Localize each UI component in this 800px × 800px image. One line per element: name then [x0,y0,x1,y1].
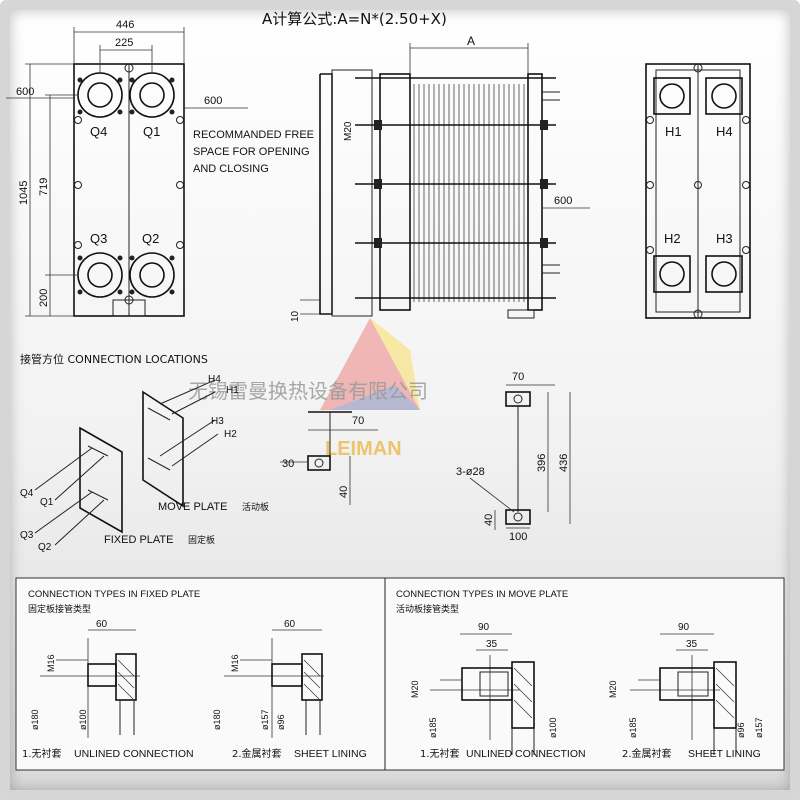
free-space-note: RECOMMANDED FREE SPACE FOR OPENING AND C… [193,129,314,175]
formula-title: A计算公式:A=N*(2.50+X) [262,10,447,28]
foot-dim-40: 40 [338,486,350,498]
fixed-port-q4: Q4 [20,488,34,499]
move-unlined-detail: 90 35 M20 ø185 ø100 1.无衬套 UNLINED CONNEC… [410,622,586,760]
move-port-h4: H4 [208,374,221,385]
move-unlined-m20: M20 [410,680,420,698]
move-lined-35: 35 [686,639,698,650]
move-lined-96: ø96 [736,722,746,738]
mount-dim-396: 396 [536,454,548,472]
port-label-q3: Q3 [90,231,107,246]
dim-200: 200 [38,289,50,307]
mount-holes: 3-ø28 [456,466,485,478]
move-plate-types: CONNECTION TYPES IN MOVE PLATE 活动板接管类型 9… [396,589,764,760]
mount-dim-100: 100 [509,531,527,543]
dim-225: 225 [115,37,133,49]
fixed-port-q1: Q1 [40,497,54,508]
side-view: A M20 600 10 [290,34,590,322]
free-space-line-3: AND CLOSING [193,163,269,175]
move-unlined-35: 35 [486,639,498,650]
foot-dim-30: 30 [282,458,294,470]
fixed-types-heading-en: CONNECTION TYPES IN FIXED PLATE [28,589,200,600]
watermark-company: 无锡雷曼换热设备有限公司 [188,379,428,403]
move-lined-detail: 90 35 M20 ø185 ø96 ø157 2.金属衬套 SHEET LIN… [608,622,764,760]
port-label-q1: Q1 [143,124,160,139]
dim-A: A [467,34,475,48]
port-label-h1: H1 [665,124,682,139]
fixed-lined-60: 60 [284,619,296,630]
dim-1045: 1045 [18,181,30,205]
mount-dim-40: 40 [483,514,495,526]
fixed-plate-label-en: FIXED PLATE [104,534,173,546]
fixed-unlined-num: 1.无衬套 [22,747,62,760]
port-label-q2: Q2 [142,231,159,246]
port-label-h2: H2 [664,231,681,246]
dim-10: 10 [290,310,301,322]
fixed-unlined-60: 60 [96,619,108,630]
fixed-lined-157: ø157 [260,709,270,730]
fixed-plate-label-cn: 固定板 [188,534,215,546]
port-label-q4: Q4 [90,124,107,139]
move-unlined-90: 90 [478,622,490,633]
fixed-lined-m16: M16 [230,654,240,672]
move-plate-label-cn: 活动板 [242,501,269,513]
move-unlined-185: ø185 [428,717,438,738]
mount-detail: 70 396 436 3-ø28 40 100 [456,371,571,543]
plate-pack [413,84,525,302]
fixed-lined-num: 2.金属衬套 [232,747,282,760]
dim-600-left: 600 [16,86,34,98]
fixed-port-q3: Q3 [20,530,34,541]
connection-types-panel [15,577,785,771]
move-unlined-en: UNLINED CONNECTION [466,748,586,760]
fixed-unlined-detail: 60 M16 ø180 ø100 1.无衬套 UNLINED CONNECTIO… [22,619,194,760]
fixed-types-heading-cn: 固定板接管类型 [28,603,91,615]
move-plate-label-en: MOVE PLATE [158,501,227,513]
fixed-lined-96: ø96 [276,714,286,730]
fixed-lined-detail: 60 M16 ø180 ø157 ø96 2.金属衬套 SHEET LINING [212,619,367,760]
free-space-line-2: SPACE FOR OPENING [193,146,310,158]
connection-locations: 接管方位 CONNECTION LOCATIONS H4 H1 H3 H2 MO… [20,352,269,553]
fixed-unlined-m16: M16 [46,654,56,672]
dim-446: 446 [116,19,134,31]
connection-locations-heading: 接管方位 CONNECTION LOCATIONS [20,352,208,366]
move-port-h3: H3 [211,416,224,427]
move-unlined-100: ø100 [548,717,558,738]
mount-dim-70: 70 [512,371,524,383]
move-types-heading-en: CONNECTION TYPES IN MOVE PLATE [396,589,568,600]
move-types-heading-cn: 活动板接管类型 [396,603,459,615]
move-lined-90: 90 [678,622,690,633]
watermark-brand: LEIMAN [325,438,402,460]
fixed-plate-types: CONNECTION TYPES IN FIXED PLATE 固定板接管类型 … [22,589,367,760]
foot-detail: 70 30 40 [280,411,378,505]
move-port-h2: H2 [224,429,237,440]
port-label-h3: H3 [716,231,733,246]
watermark-logo: LEIMAN [320,318,420,460]
move-lined-157: ø157 [754,717,764,738]
fixed-lined-en: SHEET LINING [294,748,367,760]
move-lined-185: ø185 [628,717,638,738]
move-unlined-num: 1.无衬套 [420,747,460,760]
front-view: Q4 Q1 Q3 Q2 446 225 1045 719 200 600 600 [6,19,248,317]
move-lined-num: 2.金属衬套 [622,747,672,760]
move-lined-m20: M20 [608,680,618,698]
back-view: H1 H4 H2 H3 [645,63,751,319]
mount-dim-436: 436 [558,454,570,472]
dim-600-free: 600 [204,95,222,107]
dim-m20: M20 [343,121,354,141]
fixed-unlined-100: ø100 [78,709,88,730]
free-space-line-1: RECOMMANDED FREE [193,129,314,141]
fixed-unlined-en: UNLINED CONNECTION [74,748,194,760]
move-port-h1: H1 [226,385,239,396]
dim-719: 719 [38,178,50,196]
move-lined-en: SHEET LINING [688,748,761,760]
fixed-lined-180: ø180 [212,709,222,730]
fixed-port-q2: Q2 [38,542,52,553]
fixed-unlined-180: ø180 [30,709,40,730]
foot-dim-70: 70 [352,415,364,427]
port-label-h4: H4 [716,124,733,139]
dim-600-side: 600 [554,195,572,207]
